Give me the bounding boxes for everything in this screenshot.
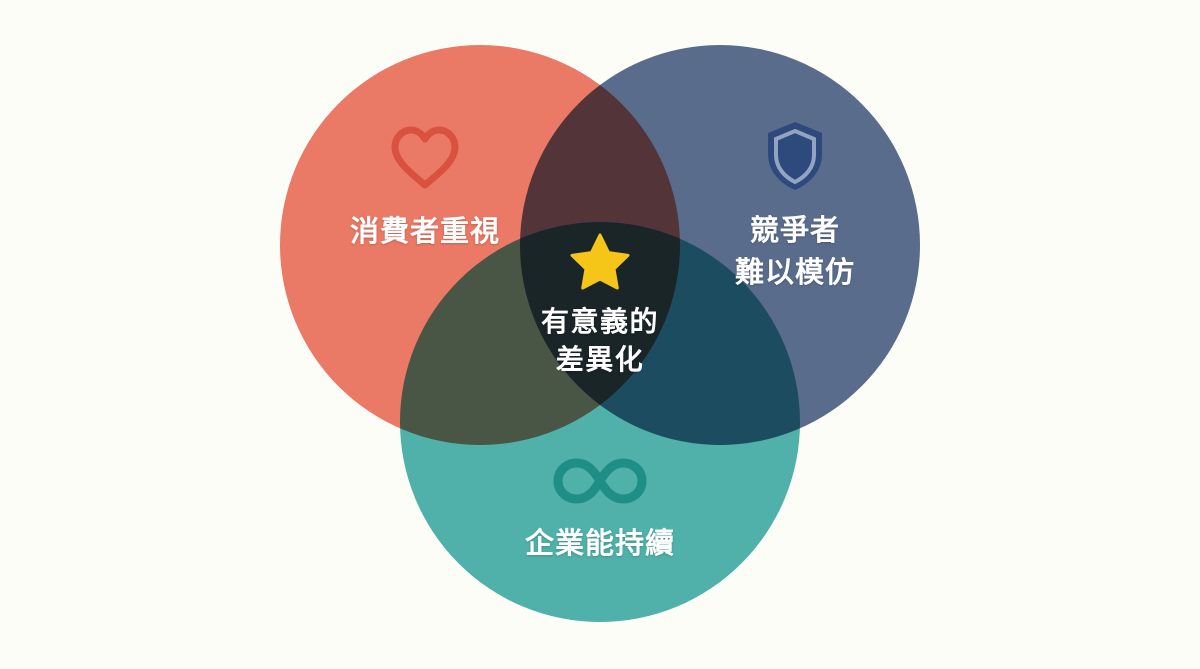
intersection-label-group[interactable]: 有意義的 差異化 — [475, 233, 725, 379]
set-label-consumer: 消費者重視 — [349, 216, 500, 248]
set-label-group-sustainable[interactable]: 企業能持續 — [475, 455, 725, 563]
infinity-icon — [552, 455, 648, 507]
set-label-competitor: 競爭者 難以模仿 — [734, 215, 855, 289]
star-icon — [569, 233, 631, 291]
intersection-label: 有意義的 差異化 — [540, 306, 659, 375]
circle-business-sustainable[interactable] — [400, 222, 800, 622]
heart-icon — [388, 125, 462, 191]
set-label-sustainable: 企業能持續 — [524, 528, 675, 560]
shield-icon — [764, 120, 826, 192]
set-label-group-competitor[interactable]: 競爭者 難以模仿 — [670, 120, 920, 294]
set-label-group-consumer[interactable]: 消費者重視 — [300, 125, 550, 251]
